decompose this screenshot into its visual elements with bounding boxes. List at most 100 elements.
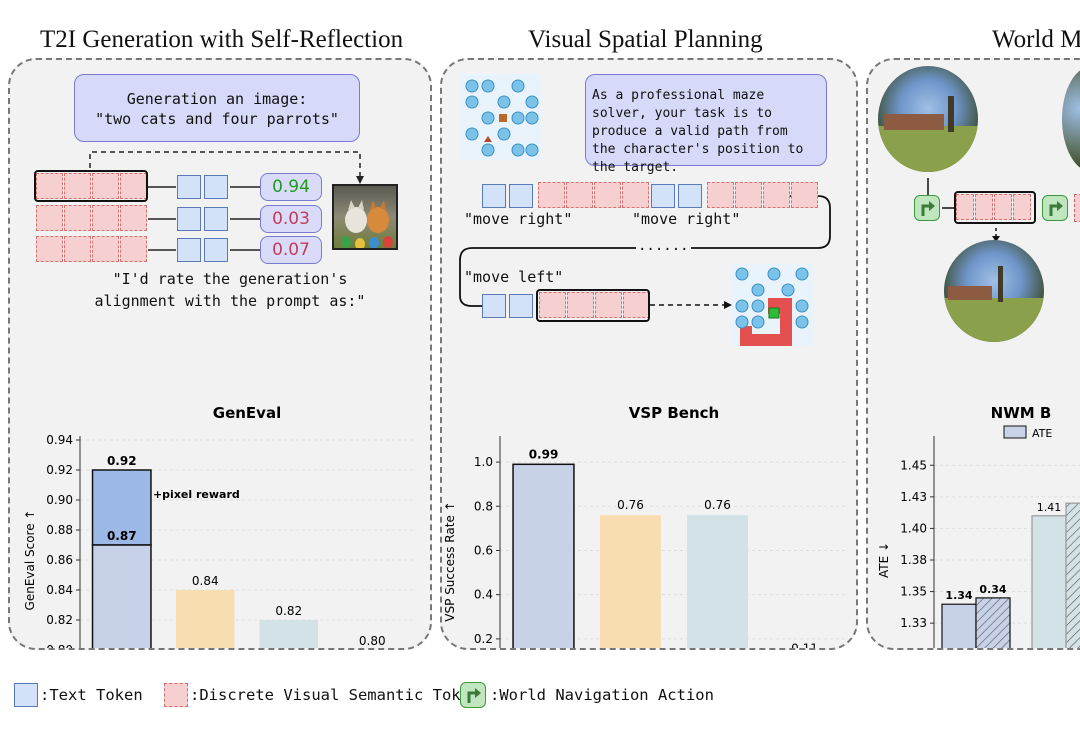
bar-latentum: [512, 463, 575, 648]
y-tick-label: 0.94: [46, 433, 73, 447]
visual-token-row-1: [36, 173, 148, 201]
y-tick-label: 0.84: [46, 583, 73, 597]
outdoor-scene-illustration: [944, 266, 1044, 342]
chart-title: GenEval: [213, 404, 281, 422]
text-token: [482, 294, 506, 318]
bar-pixel-reward: [91, 469, 152, 546]
maze-start-illustration: [462, 74, 542, 160]
nav-action-legend-icon: [460, 682, 486, 708]
text-token-legend: :Text Token: [40, 686, 143, 704]
prompt-line-1: Generation an image:: [126, 90, 308, 108]
selected-token-outline: [954, 191, 1036, 224]
vsp-panel: As a professional maze solver, your task…: [440, 58, 858, 650]
visual-token: [1074, 194, 1080, 222]
bar-transfusi-series-1: [1031, 515, 1067, 648]
move-label-3: "move left": [464, 268, 564, 286]
bar-bagel: [259, 620, 318, 648]
cats-parrots-illustration: [341, 200, 393, 248]
maze-prompt-bubble: As a professional maze solver, your task…: [585, 74, 827, 175]
visual-token-row-3: [36, 236, 148, 264]
y-tick-label: 1.33: [900, 616, 927, 630]
navigation-frame-2: [1062, 66, 1080, 172]
y-tick-label: 0.86: [46, 553, 73, 567]
t2i-section-title: T2I Generation with Self-Reflection: [40, 26, 404, 53]
rating-line-1: "I'd rate the generation's: [112, 270, 348, 288]
y-tick-label: 0.88: [46, 523, 73, 537]
text-token: [204, 175, 228, 199]
bar-value-label: 0.82: [275, 604, 302, 618]
world-flow-lines: [927, 178, 1000, 242]
generated-image: [332, 184, 398, 250]
y-tick-label: 0.80: [46, 643, 73, 650]
selected-token-outline: [34, 170, 148, 202]
world-section-title: World M: [992, 26, 1080, 53]
navigation-frame-1: [878, 66, 978, 172]
navigation-frame-predicted: [944, 240, 1044, 342]
bar-value-label: 0.76: [617, 498, 644, 512]
bar-value-label: 0.87: [107, 529, 137, 543]
y-tick-label: 1.43: [900, 490, 927, 504]
maze-solution-image: [732, 264, 814, 346]
y-tick-label: 1.40: [900, 521, 927, 535]
text-token: [177, 175, 201, 199]
y-tick-label: 0.90: [46, 493, 73, 507]
rating-prompt: "I'd rate the generation's alignment wit…: [80, 268, 380, 312]
nav-action-legend: :World Navigation Action: [490, 686, 714, 704]
y-tick-label: 1.45: [900, 458, 927, 472]
visual-token-row: [956, 194, 1032, 222]
move-label-2: "move right": [632, 210, 741, 228]
bar-value-label: 0.76: [704, 498, 731, 512]
bar-latentum-series-2: [975, 597, 1011, 648]
y-axis-label: ATE ↓: [877, 542, 891, 578]
bar-value-label: 0.80: [359, 634, 386, 648]
selected-token-outline: [536, 289, 650, 322]
bar-value-label: 0.84: [192, 574, 219, 588]
turn-right-arrow-icon: [1049, 201, 1063, 216]
y-tick-label: 0.6: [474, 543, 493, 557]
prompt-line-2: "two cats and four parrots": [95, 110, 339, 128]
visual-token-row: [538, 182, 650, 210]
geneval-chart: GenEval0.780.800.820.840.860.880.900.920…: [23, 404, 414, 650]
alignment-score-2: 0.03: [260, 205, 322, 233]
alignment-score-1: 0.94: [260, 173, 322, 201]
y-tick-label: 0.92: [46, 463, 73, 477]
text-token: [204, 238, 228, 262]
text-token-legend-swatch: [14, 683, 38, 707]
legend-swatch: [1003, 425, 1027, 439]
y-tick-label: 1.30: [900, 648, 927, 650]
y-tick-label: 1.35: [900, 585, 927, 599]
nav-action-icon: [914, 195, 940, 221]
text-token: [482, 184, 506, 208]
text-token: [509, 184, 533, 208]
alignment-score-3: 0.07: [260, 236, 322, 264]
y-tick-label: 0.82: [46, 613, 73, 627]
turn-right-arrow-icon: [467, 688, 481, 703]
maze-solution-illustration: [732, 264, 814, 346]
legend-label: ATE: [1032, 427, 1052, 440]
visual-token-legend-swatch: [164, 683, 188, 707]
y-tick-label: 0.2: [474, 632, 493, 646]
text-token: [678, 184, 702, 208]
bar-transfusi-series-2: [1065, 502, 1080, 648]
nav-action-icon: [1042, 195, 1068, 221]
text-token: [177, 238, 201, 262]
move-label-1: "move right": [464, 210, 573, 228]
visual-token-legend: :Discrete Visual Semantic Token: [190, 686, 480, 704]
text-token: [204, 207, 228, 231]
visual-token-row: [707, 182, 819, 210]
y-axis-label: VSP Success Rate ↑: [443, 501, 457, 621]
y-tick-label: 0.8: [474, 499, 493, 513]
text-token: [177, 207, 201, 231]
text-token: [509, 294, 533, 318]
feedback-arrow: [89, 151, 364, 251]
vsp-section-title: Visual Spatial Planning: [528, 26, 763, 53]
prompt-bubble: Generation an image: "two cats and four …: [74, 74, 360, 142]
t2i-panel: Generation an image: "two cats and four …: [8, 58, 432, 650]
bar-blip3o: [176, 590, 235, 648]
ellipsis-label: ......: [636, 238, 691, 254]
annotation-label: +pixel reward: [153, 488, 240, 501]
bar-value-label: 1.34: [945, 589, 972, 602]
